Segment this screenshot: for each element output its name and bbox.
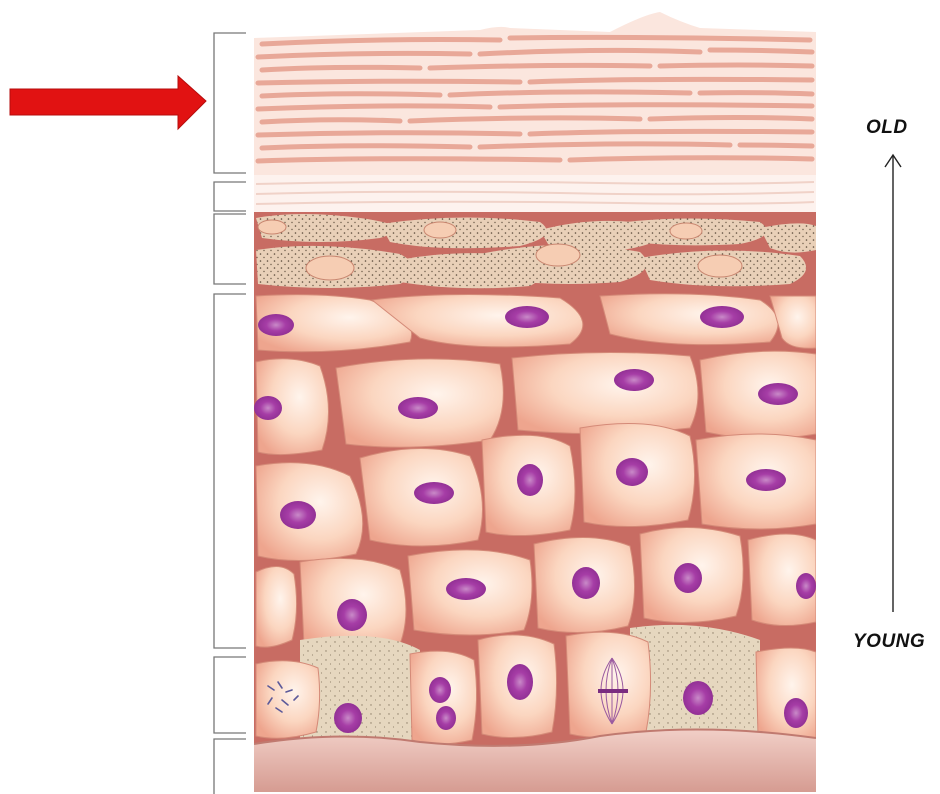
label-old: OLD [866,117,908,139]
stratum-granulosum [256,214,816,288]
age-axis-arrow [885,155,901,612]
bracket-stratum-granulosum [214,214,246,284]
label-young: YOUNG [853,631,925,653]
pointer-arrow [10,76,206,129]
bracket-stratum-lucidum [214,182,246,211]
stratum-corneum [254,12,816,178]
stratum-lucidum [254,175,816,215]
stratum-basale [256,625,816,744]
layer-brackets [214,33,246,794]
bracket-stratum-basale [214,657,246,733]
bracket-stratum-spinosum [214,294,246,648]
bracket-stratum-corneum [214,33,246,173]
bracket-basement-membrane [214,739,246,794]
